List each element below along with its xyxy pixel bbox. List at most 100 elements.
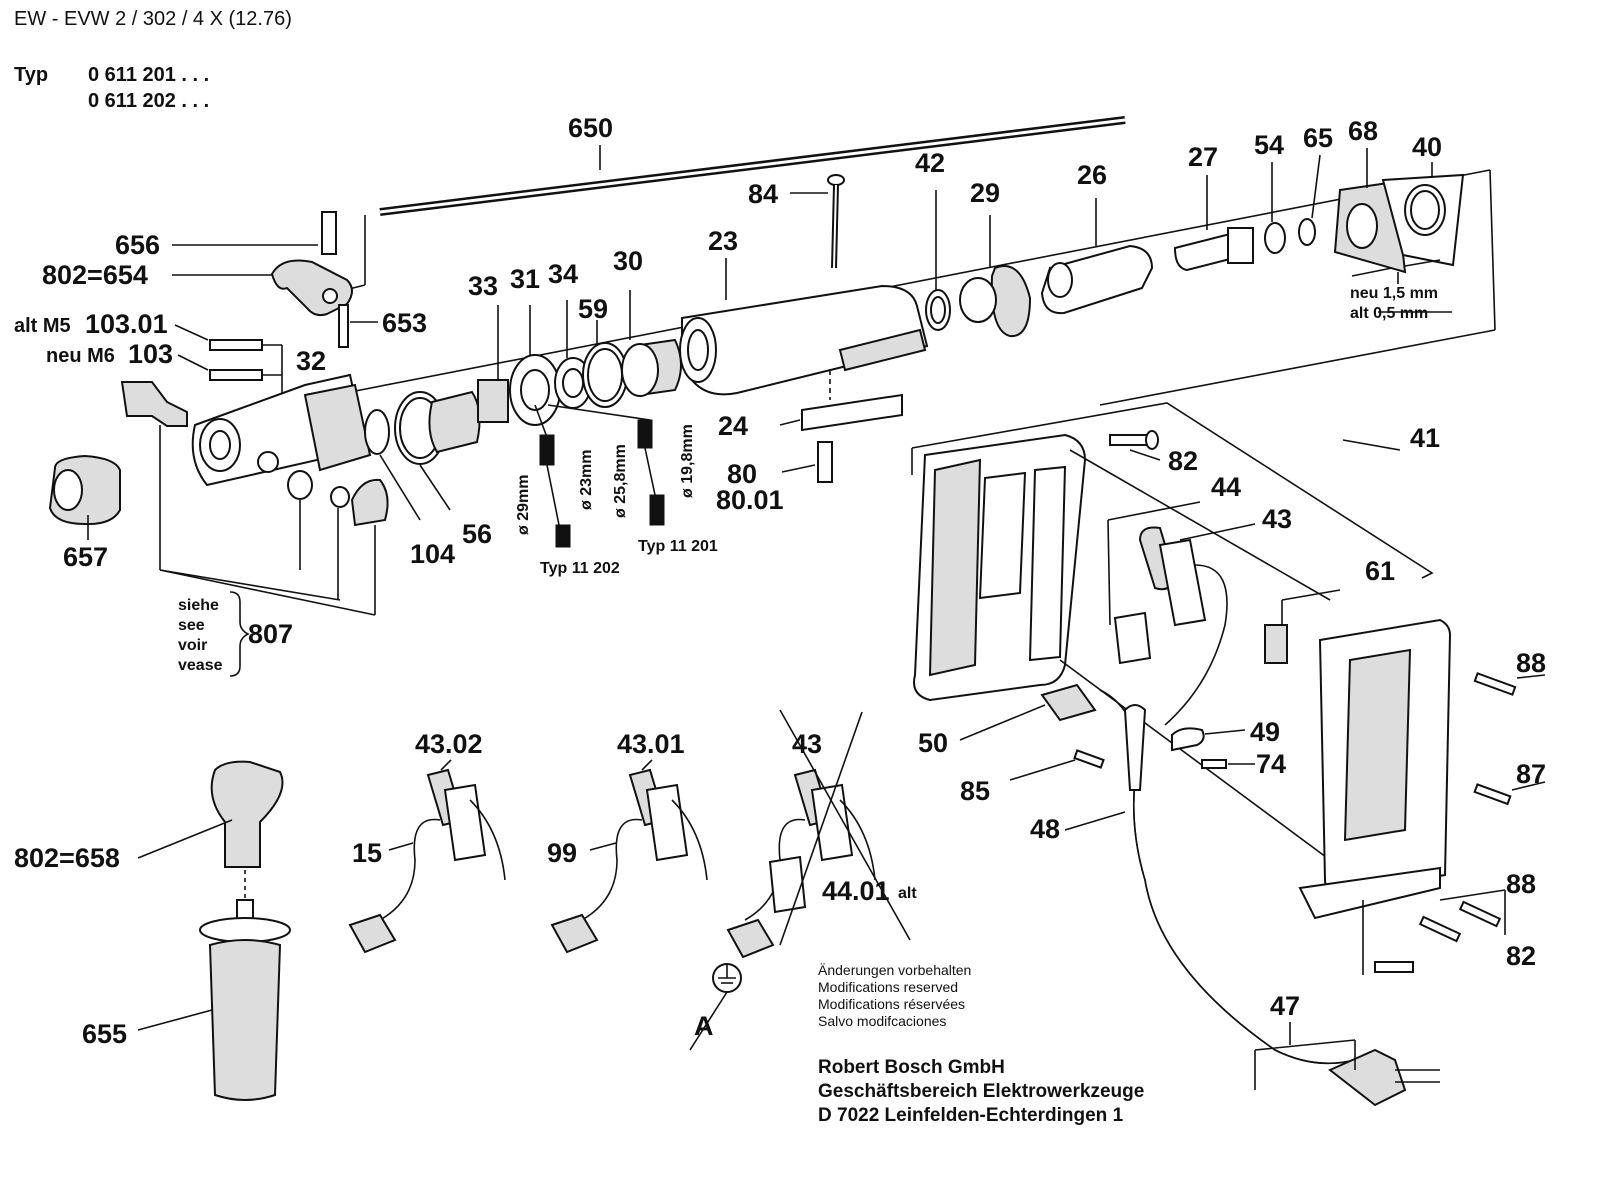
dust-cap-657 [48,454,121,540]
callout-47: 47 [1270,991,1300,1021]
brush-holder-24 [779,370,903,483]
label-see: see [178,617,205,634]
switch-43 [1107,501,1256,726]
typ-number-1: 0 611 201 . . . [88,64,210,86]
callout-29: 29 [970,178,1000,208]
typ-label: Typ [14,64,49,86]
assembly-axis-lines [159,169,1496,616]
callout-103: 103 [128,339,173,369]
callout-88-b: 88 [1506,869,1536,899]
callout-82-bottom: 82 [1506,941,1536,971]
document-code: EW - EVW 2 / 302 / 4 X (12.76) [14,8,292,30]
screws-right [1418,672,1546,943]
callout-23: 23 [708,226,738,256]
callout-61: 61 [1365,556,1395,586]
motor-housing-41 [911,402,1434,861]
callout-802-658: 802=658 [14,843,120,873]
callout-31: 31 [510,264,540,294]
callout-42: 42 [915,148,945,178]
see-bracket-807 [229,591,250,677]
callout-56: 56 [462,519,492,549]
callout-80: 80 [727,459,757,489]
part-callouts: 650 656 802=654 653 103.01 103 32 33 31 … [14,113,1546,1049]
label-vease: vease [178,657,223,674]
handle-cover-61 [1264,589,1452,975]
callout-74: 74 [1256,749,1286,779]
callout-50: 50 [918,728,948,758]
callout-48: 48 [1030,814,1060,844]
company-name: Robert Bosch GmbH [818,1057,1005,1078]
screws-103 [209,339,283,395]
note-de: Änderungen vorbehalten [818,962,971,978]
label-alt-thickness: alt 0,5 mm [1350,305,1428,322]
label-alt-suffix: alt [898,885,917,902]
callout-80-01: 80.01 [716,485,784,515]
callout-655: 655 [82,1019,127,1049]
label-voir: voir [178,637,207,654]
callout-68: 68 [1348,116,1378,146]
callout-656: 656 [115,230,160,260]
annotations: alt M5 neu M6 neu 1,5 mm alt 0,5 mm ø 29… [14,285,1452,902]
callout-59: 59 [578,294,608,324]
label-dim-29: ø 29mm [515,475,532,535]
label-neu-m6: neu M6 [46,345,115,367]
bearing-parts-27-54-65 [1173,154,1321,272]
label-dim-25-8: ø 25,8mm [612,444,629,518]
rings-31-34-59-30 [509,290,682,426]
callout-44-01: 44.01 [822,876,890,906]
callout-24: 24 [718,411,748,441]
callout-802-654: 802=654 [42,260,148,290]
callout-49: 49 [1250,717,1280,747]
switch-variants [348,709,911,1051]
spindle-housing-32 [120,373,372,487]
callout-26: 26 [1077,160,1107,190]
company-info: Robert Bosch GmbH Geschäftsbereich Elekt… [818,1057,1144,1126]
note-es: Salvo modifcaciones [818,1013,946,1029]
dimension-pins [534,404,665,548]
gaskets-68-40 [1333,148,1465,284]
callout-88-a: 88 [1516,648,1546,678]
callout-15: 15 [352,838,382,868]
modification-notes: Änderungen vorbehalten Modifications res… [818,962,971,1029]
callout-104: 104 [410,539,455,569]
lever-654 [270,211,353,348]
label-typ-11201: Typ 11 201 [638,538,718,555]
company-division: Geschäftsbereich Elektrowerkzeuge [818,1081,1144,1102]
note-fr: Modifications réservées [818,996,965,1012]
callout-41: 41 [1410,423,1440,453]
callout-43-bottom: 43 [792,729,822,759]
side-handle-658 [137,760,291,1101]
callout-807: 807 [248,619,293,649]
typ-number-2: 0 611 202 . . . [88,90,210,112]
callout-32: 32 [296,346,326,376]
screw-84 [790,174,845,269]
callout-43-top: 43 [1262,504,1292,534]
callout-a: A [694,1011,714,1041]
screw-82-top [1109,430,1161,461]
label-siehe: siehe [178,597,219,614]
label-alt-m5: alt M5 [14,315,71,337]
callout-85: 85 [960,776,990,806]
callout-87: 87 [1516,759,1546,789]
power-cable-48 [1064,689,1440,1107]
label-typ-11202: Typ 11 202 [540,560,620,577]
callout-43-01: 43.01 [617,729,685,759]
callout-653: 653 [382,308,427,338]
callout-34: 34 [548,259,578,289]
label-dim-23: ø 23mm [578,450,595,510]
callout-54: 54 [1254,130,1284,160]
callout-40: 40 [1412,132,1442,162]
callout-99: 99 [547,838,577,868]
callout-650: 650 [568,113,613,143]
callout-65: 65 [1303,123,1333,153]
label-neu-thickness: neu 1,5 mm [1350,285,1438,302]
callout-84: 84 [748,179,778,209]
callout-27: 27 [1188,142,1218,172]
clutch-33 [428,305,509,454]
terminal-block-50 [959,683,1255,781]
seal-set-807 [159,470,389,615]
callout-657: 657 [63,542,108,572]
callout-43-02: 43.02 [415,729,483,759]
armature-parts-42-29-26 [925,190,1154,338]
